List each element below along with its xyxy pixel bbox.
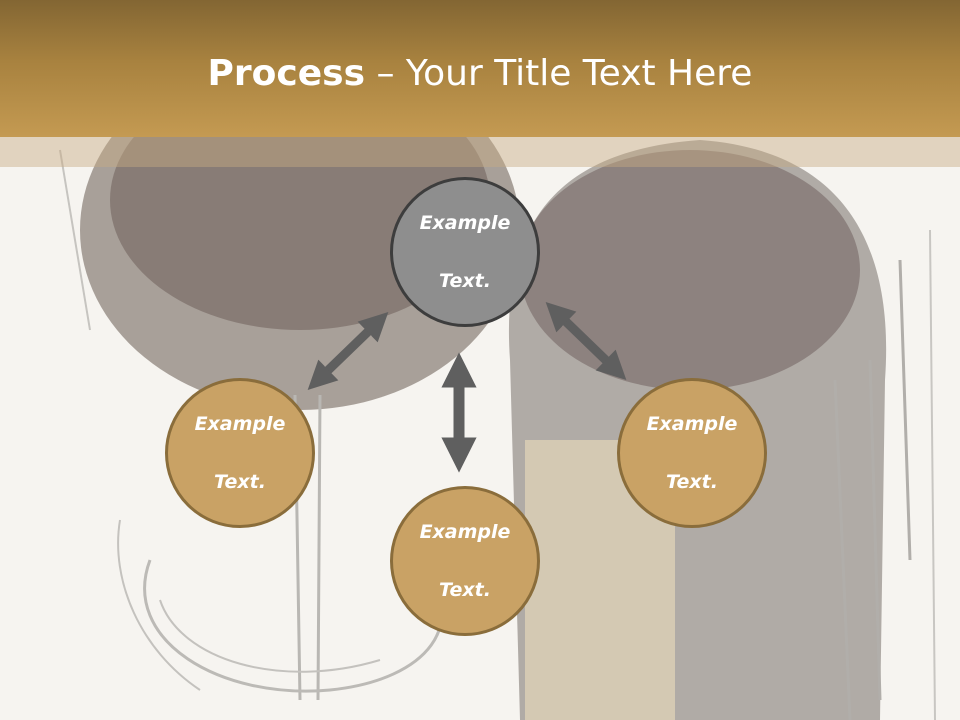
node-bottom-line1: Example bbox=[419, 520, 511, 543]
node-left-line2: Text. bbox=[214, 470, 266, 493]
node-bottom-line2: Text. bbox=[439, 578, 491, 601]
node-right-line1: Example bbox=[646, 412, 738, 435]
node-top-line2: Text. bbox=[439, 269, 491, 292]
title-rest: – Your Title Text Here bbox=[365, 53, 753, 94]
node-right-line2: Text. bbox=[666, 470, 718, 493]
node-top-line1: Example bbox=[419, 211, 511, 234]
header-band bbox=[0, 137, 960, 167]
node-left-line1: Example bbox=[194, 412, 286, 435]
header-bar bbox=[0, 0, 960, 137]
title-strong: Process bbox=[207, 53, 366, 94]
slide-title: Process – Your Title Text Here bbox=[0, 52, 960, 96]
